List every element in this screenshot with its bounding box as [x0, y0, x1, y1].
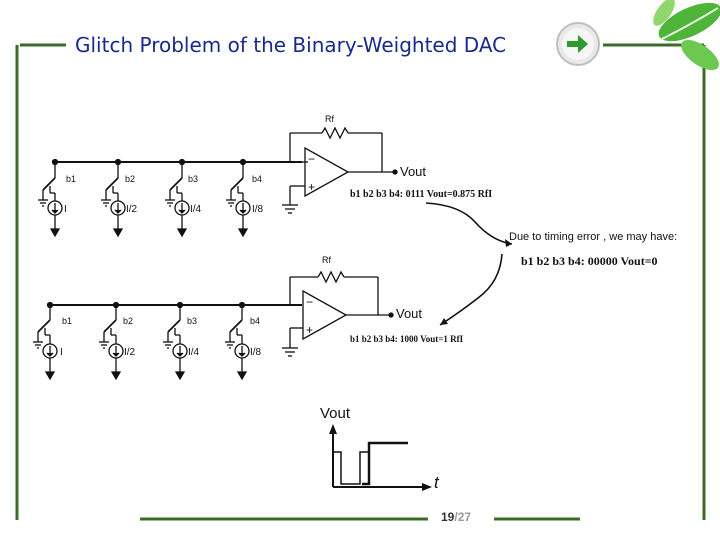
switch-label-bottom-b2: b2: [123, 316, 133, 326]
caption-glitch: b1 b2 b3 b4: 00000 Vout=0: [521, 254, 658, 268]
branch-top-b3: [165, 158, 190, 238]
switch-label-top-b3: b3: [188, 174, 198, 184]
source-label-bottom-4: I/8: [250, 347, 262, 358]
waveform-y-label: Vout: [320, 405, 351, 422]
source-label-top-4: I/8: [252, 204, 264, 215]
feedback-resistor-top: [321, 126, 349, 140]
leaf-decoration: [653, 0, 720, 71]
feedback-label-bottom: Rf: [322, 255, 331, 265]
output-label-top: Vout: [400, 164, 426, 179]
caption-bottom: b1 b2 b3 b4: 1000 Vout=1 RfI: [350, 334, 464, 344]
feedback-label-top: Rf: [325, 114, 334, 124]
branch-bottom-b3: [163, 301, 188, 381]
source-label-bottom-1: I: [60, 347, 63, 358]
switch-label-top-b2: b2: [125, 174, 135, 184]
switch-label-bottom-b1: b1: [62, 316, 72, 326]
output-label-bottom: Vout: [396, 306, 422, 321]
dac-circuit-bottom: Rf Vout − + b1 b2 b3 b4 I I/2 I/4 I/8: [33, 255, 422, 381]
opamp-minus-bottom: −: [306, 295, 313, 309]
page-total: 27: [457, 510, 472, 524]
source-label-top-2: I/2: [126, 204, 138, 215]
output-trace: [362, 441, 408, 486]
branch-bottom-b1: [33, 301, 58, 381]
glitch-trace: [333, 451, 369, 485]
source-label-bottom-3: I/4: [188, 347, 200, 358]
switch-label-top-b1: b1: [66, 174, 76, 184]
branch-bottom-b4: [225, 301, 250, 381]
branch-top-b1: [38, 158, 63, 238]
branch-top-b4: [226, 158, 251, 238]
vout-waveform: Vout t: [320, 405, 440, 492]
arrow-right-icon: [567, 35, 588, 53]
feedback-resistor-bottom: [317, 270, 345, 284]
page-indicator: 19/27: [441, 510, 471, 524]
opamp-bottom: [302, 289, 348, 341]
source-label-top-1: I: [64, 204, 67, 215]
slide-title: Glitch Problem of the Binary-Weighted DA…: [75, 33, 507, 57]
opamp-top: [304, 146, 350, 198]
next-slide-arrow-button[interactable]: [554, 20, 602, 68]
switch-label-bottom-b3: b3: [187, 316, 197, 326]
opamp-plus-top: +: [308, 180, 315, 194]
source-label-top-3: I/4: [190, 204, 202, 215]
switch-label-top-b4: b4: [252, 174, 262, 184]
connector-arrow-bottom: [439, 253, 503, 326]
caption-top: b1 b2 b3 b4: 0111 Vout=0.875 RfI: [350, 189, 493, 200]
dac-circuit-top: Rf Vout − + b1 b2 b3 b4 I I/2 I/4 I/8: [38, 114, 426, 238]
waveform-x-label: t: [434, 473, 440, 492]
source-label-bottom-2: I/2: [124, 347, 136, 358]
page-separator: /: [454, 510, 458, 524]
branch-top-b2: [101, 158, 126, 238]
branch-bottom-b2: [99, 301, 124, 381]
timing-note: Due to timing error , we may have:: [509, 231, 678, 243]
opamp-plus-bottom: +: [306, 323, 313, 337]
page-current: 19: [441, 510, 455, 524]
opamp-minus-top: −: [308, 152, 315, 166]
switch-label-bottom-b4: b4: [250, 316, 260, 326]
connector-arrow-top: [425, 202, 513, 245]
